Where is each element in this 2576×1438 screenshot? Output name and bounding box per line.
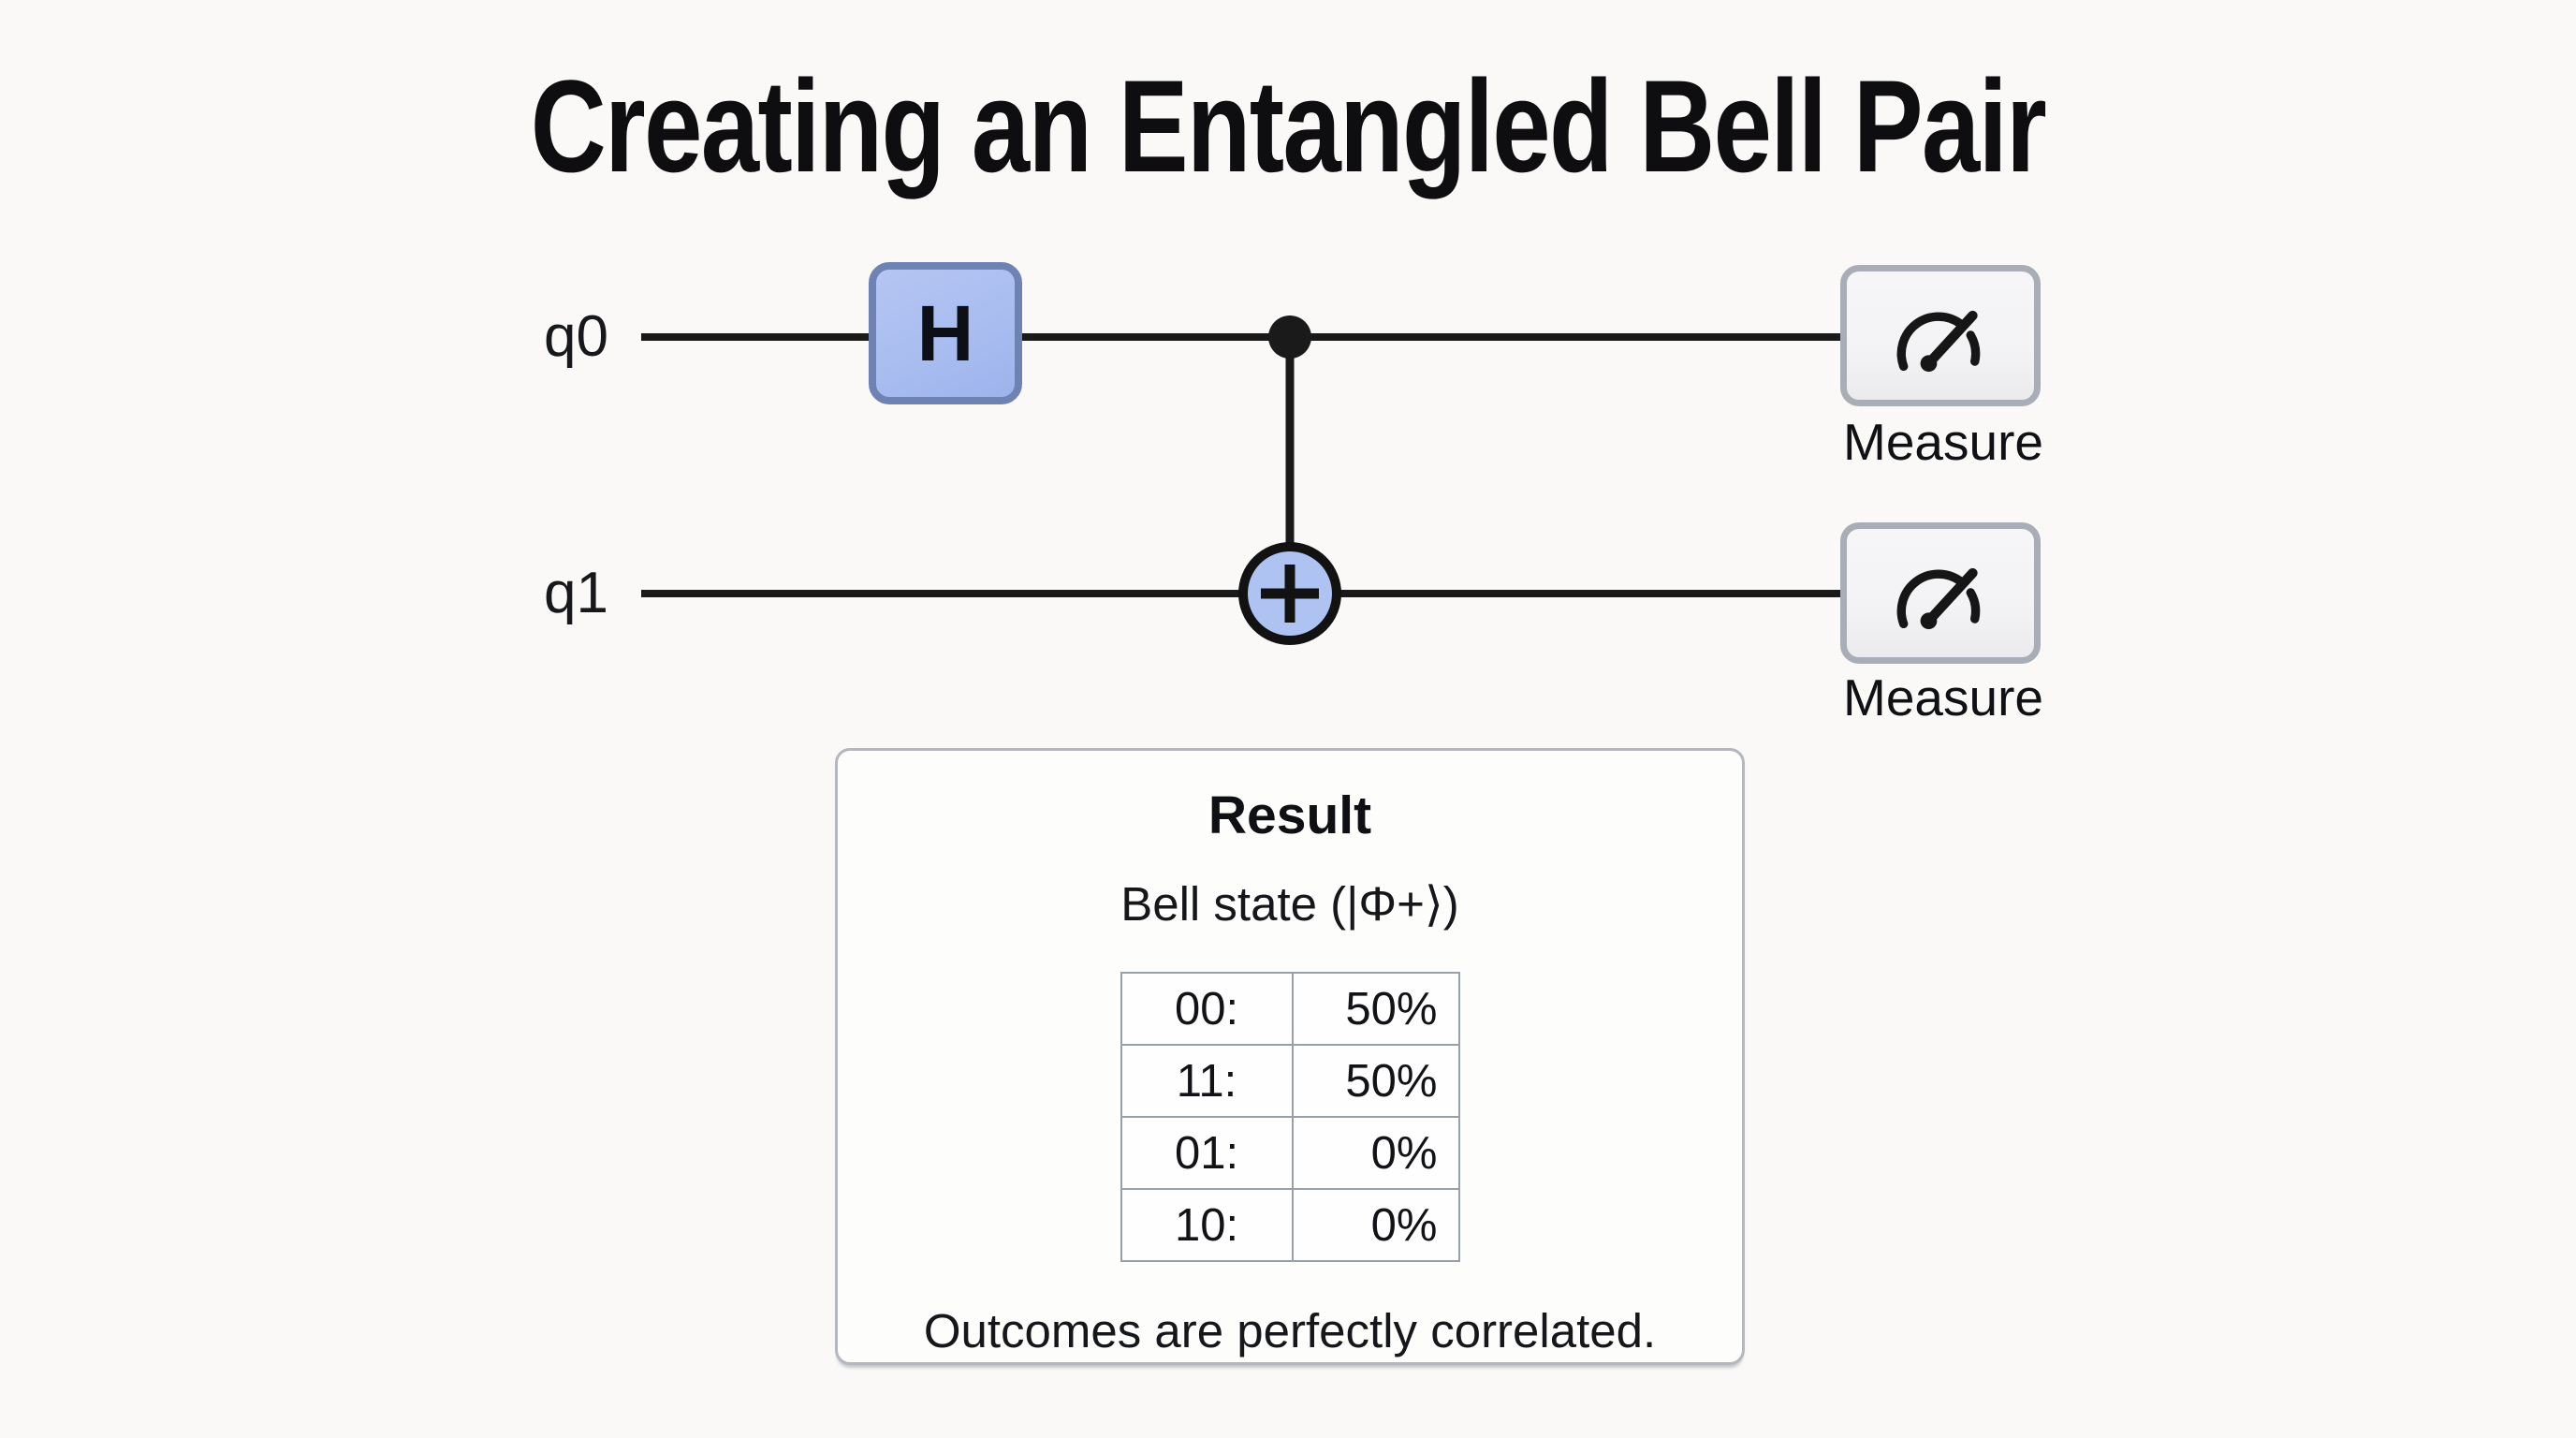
outcome-table: 00: 50% 11: 50% 01: 0% 10: 0% bbox=[1120, 972, 1460, 1262]
outcome-value: 0% bbox=[1291, 1116, 1460, 1190]
outcome-row: 10: 0% bbox=[1120, 1188, 1460, 1262]
outcome-label: 11: bbox=[1120, 1044, 1294, 1118]
correlation-note: Outcomes are perfectly correlated. bbox=[923, 1304, 1657, 1357]
result-card: Result Bell state (|Φ+⟩) 00: 50% 11: 50%… bbox=[835, 748, 1745, 1365]
outcome-value: 0% bbox=[1291, 1188, 1460, 1262]
outcome-row: 11: 50% bbox=[1120, 1044, 1460, 1118]
gauge-needle bbox=[1924, 310, 1978, 368]
measure-gate-q1 bbox=[1840, 522, 2041, 664]
outcome-label: 01: bbox=[1120, 1116, 1294, 1190]
gauge-needle bbox=[1924, 567, 1978, 625]
gauge-icon bbox=[1896, 310, 1981, 372]
gauge-arc-main bbox=[1896, 311, 1965, 371]
measure-gate-q0 bbox=[1840, 265, 2041, 406]
measure-label-q1: Measure bbox=[1843, 668, 2043, 726]
qubit-label-q0: q0 bbox=[544, 304, 608, 369]
hadamard-gate: H bbox=[869, 262, 1022, 404]
bell-state-label: Bell state (|Φ+⟩) bbox=[1120, 877, 1459, 931]
hadamard-gate-label: H bbox=[916, 289, 974, 377]
gauge-arc-short bbox=[1966, 587, 1981, 624]
gauge-arc-short bbox=[1966, 330, 1981, 366]
measure-label-q0: Measure bbox=[1843, 413, 2043, 471]
outcome-label: 10: bbox=[1120, 1188, 1294, 1262]
result-title: Result bbox=[1208, 785, 1372, 845]
outcome-value: 50% bbox=[1291, 972, 1460, 1046]
gauge-icon bbox=[1896, 567, 1981, 629]
page-title: Creating an Entangled Bell Pair bbox=[530, 52, 2047, 199]
qubit-label-q1: q1 bbox=[544, 561, 608, 625]
cnot-control-dot-icon bbox=[1268, 315, 1311, 359]
outcome-row: 01: 0% bbox=[1120, 1116, 1460, 1190]
gauge-arc-main bbox=[1896, 568, 1965, 628]
outcome-row: 00: 50% bbox=[1120, 972, 1460, 1046]
gauge-needle-hub bbox=[1920, 354, 1938, 372]
plus-icon bbox=[1261, 565, 1319, 623]
outcome-label: 00: bbox=[1120, 972, 1294, 1046]
outcome-value: 50% bbox=[1291, 1044, 1460, 1118]
gauge-needle-hub bbox=[1920, 611, 1938, 629]
